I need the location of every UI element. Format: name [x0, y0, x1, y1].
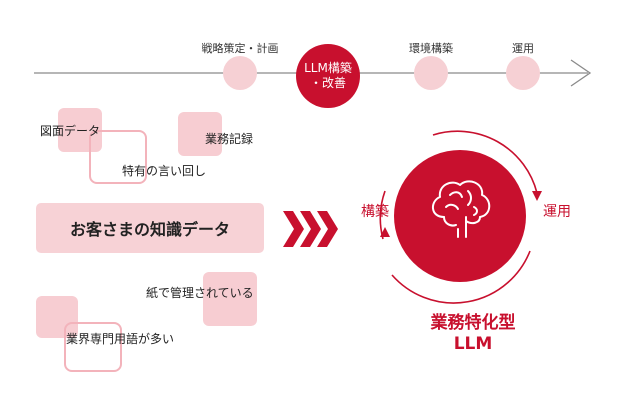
build-operate-cycle: [379, 130, 542, 304]
deco-square-outline: [64, 322, 122, 372]
customer-knowledge-data-box: お客さまの知識データ: [36, 203, 264, 253]
timeline-step-llm-build: LLM構築 ・改善: [296, 44, 360, 108]
timeline-step-dot-strategy: [223, 56, 257, 90]
keyword-paper-managed: 紙で管理されている: [146, 286, 254, 300]
deco-square-fill: [36, 296, 78, 338]
domain-specific-llm-title: 業務特化型 LLM: [408, 313, 538, 355]
deco-square-outline: [89, 130, 147, 184]
cycle-label-operation: 運用: [543, 204, 571, 220]
timeline-step-dot-operation: [506, 56, 540, 90]
brain-disc: [394, 150, 526, 282]
timeline-step-dot-environment: [414, 56, 448, 90]
flow-chevron-2: [300, 211, 321, 247]
keyword-unique-phrasing: 特有の言い回し: [122, 164, 207, 178]
flow-chevron-1: [283, 211, 304, 247]
cycle-arrowhead-left: [380, 227, 390, 237]
cycle-label-build: 構築: [361, 204, 389, 220]
timeline-step-label-operation: 運用: [512, 42, 534, 55]
domain-specific-llm-line1: 業務特化型: [430, 313, 516, 333]
timeline-step-llm-build-line2: ・改善: [309, 76, 346, 90]
keyword-business-records: 業務記録: [205, 132, 254, 146]
domain-specific-llm-line2: LLM: [453, 334, 493, 354]
timeline-step-label-environment: 環境構築: [409, 42, 453, 55]
timeline-step-llm-build-line1: LLM構築: [304, 61, 352, 75]
cycle-arc-top: [432, 130, 538, 194]
deco-square-fill: [178, 112, 222, 156]
keyword-industry-jargon: 業界専門用語が多い: [66, 332, 175, 346]
flow-chevrons-icon: [283, 211, 338, 247]
customer-knowledge-data-label: お客さまの知識データ: [69, 220, 230, 239]
cycle-arc-bottom: [391, 250, 531, 304]
timeline-arrowhead: [570, 59, 592, 87]
cycle-arrowhead-right: [532, 191, 542, 201]
timeline-step-label-strategy: 戦略策定・計画: [201, 42, 279, 55]
deco-square-fill: [203, 272, 257, 326]
keyword-drawing-data: 図面データ: [40, 124, 101, 138]
flow-chevron-3: [317, 211, 338, 247]
brain-icon: [432, 180, 491, 238]
